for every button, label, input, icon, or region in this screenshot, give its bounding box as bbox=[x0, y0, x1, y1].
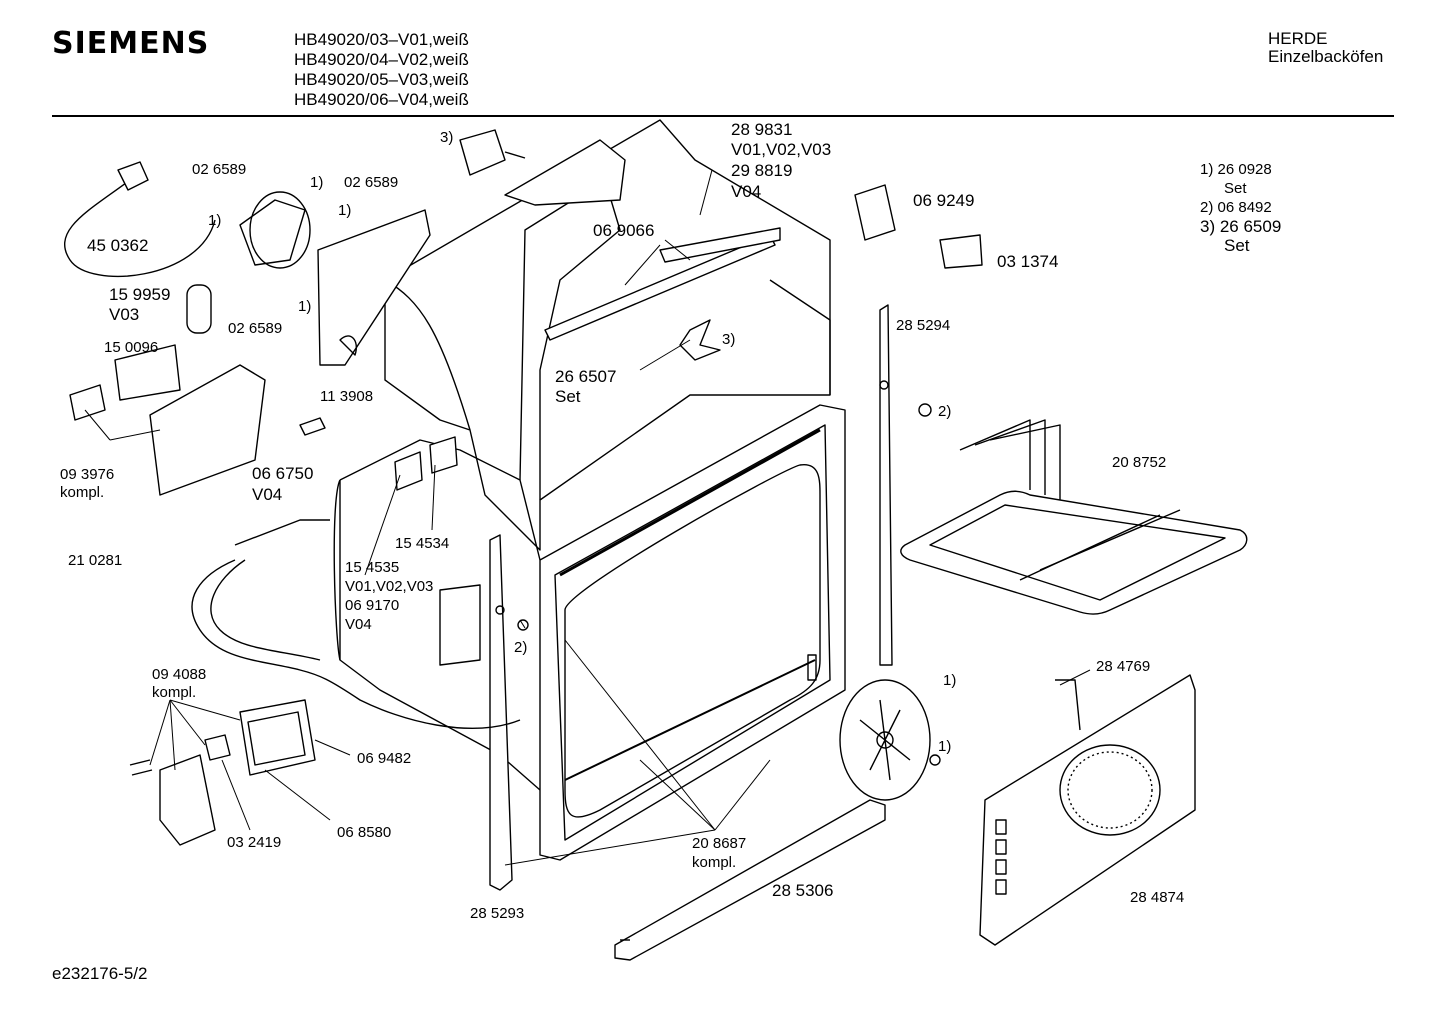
brand-logo-text: SIEMENS bbox=[52, 26, 210, 61]
model-line: HB49020/06–V04,weiß bbox=[294, 90, 469, 109]
footnote-3: 3) 26 6509 bbox=[1200, 217, 1282, 236]
callout-c32: 28 5293 bbox=[470, 905, 524, 922]
power-cord bbox=[64, 161, 216, 277]
callout-c2: 02 6589 bbox=[344, 174, 398, 191]
callout-c33: 28 4874 bbox=[1130, 889, 1184, 906]
callout-c18a: 28 9831 bbox=[731, 120, 792, 139]
callout-c26: 2) bbox=[514, 639, 527, 656]
callout-c28: 1) bbox=[943, 672, 956, 689]
capacitor bbox=[186, 284, 212, 334]
side-rail-right bbox=[879, 304, 893, 666]
callout-c9a: 06 6750 bbox=[252, 464, 313, 483]
callout-c3b: 1) bbox=[208, 212, 221, 229]
callout-c18b: V01,V02,V03 bbox=[731, 140, 831, 159]
callout-c30b: kompl. bbox=[692, 854, 736, 871]
callout-c29: 1) bbox=[938, 738, 951, 755]
callout-c19: 06 9066 bbox=[593, 221, 654, 240]
callout-c31: 28 5306 bbox=[772, 881, 833, 900]
callout-c13a: 09 4088 bbox=[152, 666, 206, 683]
callout-c7: 11 3908 bbox=[320, 388, 373, 405]
callout-c17: 3) bbox=[440, 129, 453, 146]
callout-c5b: V03 bbox=[109, 305, 139, 324]
footnote-list: 1) 26 0928 Set 2) 06 8492 3) 26 6509 Set bbox=[1200, 160, 1281, 255]
callout-c22: 03 1374 bbox=[997, 252, 1058, 271]
callout-c27: 28 4769 bbox=[1096, 658, 1150, 675]
callout-c14: 06 9482 bbox=[357, 750, 411, 767]
footnote-1-sub: Set bbox=[1224, 180, 1247, 197]
callout-c12a: 15 4535 bbox=[345, 559, 399, 576]
oven-front-frame bbox=[439, 404, 846, 861]
category-line: HERDE bbox=[1268, 29, 1328, 48]
callout-c30a: 20 8687 bbox=[692, 835, 746, 852]
callout-c10: 21 0281 bbox=[68, 552, 122, 569]
callout-c24: 2) bbox=[938, 403, 951, 420]
model-line: HB49020/05–V03,weiß bbox=[294, 70, 469, 89]
callout-c12c: 06 9170 bbox=[345, 597, 399, 614]
callout-c15: 06 8580 bbox=[337, 824, 391, 841]
bottom-trim-strip bbox=[614, 799, 886, 961]
callout-c8b: kompl. bbox=[60, 484, 104, 501]
footnote-3-sub: Set bbox=[1224, 236, 1250, 255]
callout-c12b: V01,V02,V03 bbox=[345, 578, 433, 595]
category: HERDE Einzelbacköfen bbox=[1268, 30, 1383, 66]
bottom-heating-element bbox=[191, 519, 521, 729]
thermostat-pair bbox=[394, 436, 458, 491]
callout-c1n: 1) bbox=[310, 174, 323, 191]
oven-cavity bbox=[333, 119, 831, 791]
model-line: HB49020/04–V02,weiß bbox=[294, 50, 469, 69]
fan-cover bbox=[979, 674, 1196, 946]
model-line: HB49020/03–V01,weiß bbox=[294, 30, 469, 49]
callout-labels: 02 6589 1) 02 6589 1) 1) 02 6589 1) 45 0… bbox=[60, 120, 1184, 922]
category-line: Einzelbacköfen bbox=[1268, 47, 1384, 66]
relay-part bbox=[854, 184, 896, 241]
callout-c5a: 15 9959 bbox=[109, 285, 170, 304]
side-rail-left bbox=[489, 534, 513, 891]
header-rule bbox=[52, 115, 1394, 117]
motor-assembly bbox=[239, 191, 431, 366]
model-list: HB49020/03–V01,weiß HB49020/04–V02,weiß … bbox=[294, 30, 469, 110]
footnote-1: 1) 26 0928 bbox=[1200, 161, 1272, 178]
callout-c20b: Set bbox=[555, 387, 581, 406]
callout-c1: 02 6589 bbox=[192, 161, 246, 178]
callout-c2n: 1) bbox=[338, 202, 351, 219]
callout-c3n: 1) bbox=[298, 298, 311, 315]
callout-c3: 02 6589 bbox=[228, 320, 282, 337]
callout-c23: 28 5294 bbox=[896, 317, 950, 334]
callout-c6: 15 0096 bbox=[104, 339, 158, 356]
callout-c21: 06 9249 bbox=[913, 191, 974, 210]
control-board bbox=[69, 344, 326, 496]
leader-lines bbox=[84, 169, 1091, 866]
convection-fan bbox=[839, 679, 941, 801]
callout-c11: 15 4534 bbox=[395, 535, 449, 552]
oven-lamp-assembly bbox=[129, 699, 316, 846]
callout-c25: 20 8752 bbox=[1112, 454, 1166, 471]
callout-c9b: V04 bbox=[252, 485, 282, 504]
grill-heating-element bbox=[900, 419, 1248, 615]
callout-c18c: 29 8819 bbox=[731, 161, 792, 180]
switch-part bbox=[939, 234, 983, 269]
callout-c20n: 3) bbox=[722, 331, 735, 348]
callout-c12d: V04 bbox=[345, 616, 372, 633]
callout-c16: 03 2419 bbox=[227, 834, 281, 851]
callout-c13b: kompl. bbox=[152, 684, 196, 701]
cooling-fan-blade bbox=[679, 319, 721, 361]
callout-c4: 45 0362 bbox=[87, 236, 148, 255]
callout-c8a: 09 3976 bbox=[60, 466, 114, 483]
footnote-2: 2) 06 8492 bbox=[1200, 199, 1272, 216]
callout-c18d: V04 bbox=[731, 182, 761, 201]
document-id: e232176-5/2 bbox=[52, 964, 148, 983]
callout-c20a: 26 6507 bbox=[555, 367, 616, 386]
fan-motor-top bbox=[459, 129, 526, 176]
